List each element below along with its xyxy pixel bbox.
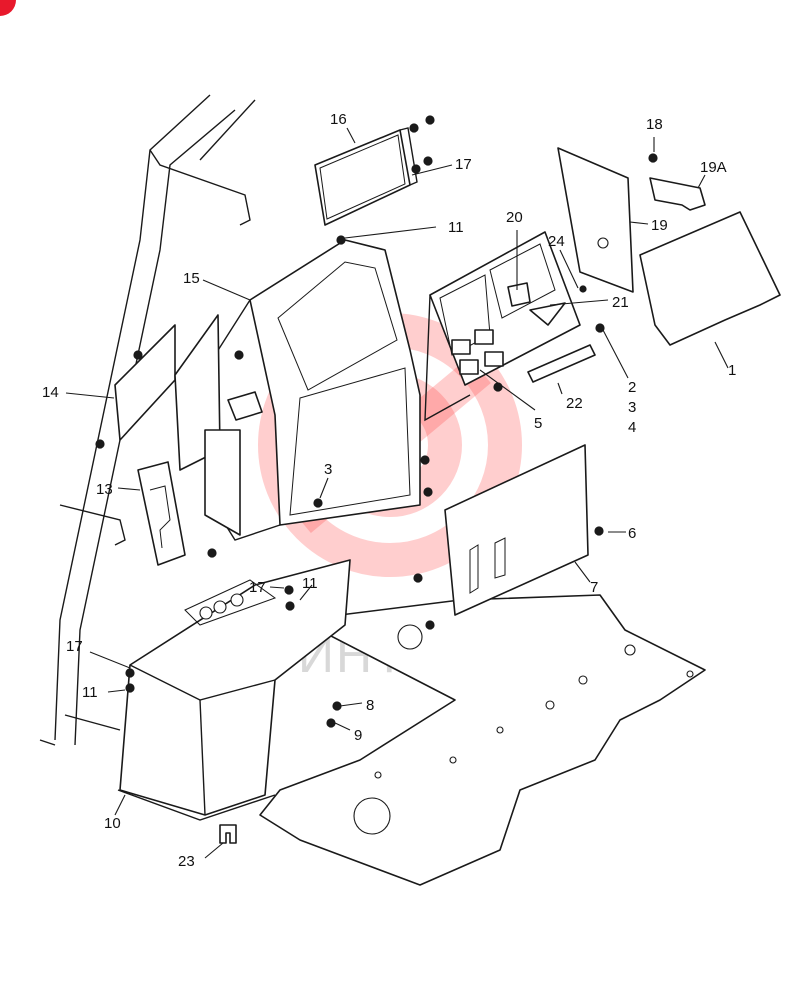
callout-22: 22 [566, 395, 583, 412]
callout-19a: 19A [700, 159, 727, 176]
bracket-13 [137, 461, 186, 566]
callout-14: 14 [42, 384, 59, 401]
callout-11-left: 11 [82, 684, 98, 701]
callout-11-mid: 11 [302, 575, 318, 592]
dash-housing-15 [199, 239, 421, 541]
fasteners [95, 115, 658, 728]
callout-17-left: 17 [66, 638, 83, 655]
callout-5: 5 [534, 415, 542, 432]
callout-20: 20 [506, 209, 523, 226]
callout-21: 21 [612, 294, 629, 311]
side-panel-14 [114, 314, 241, 536]
callouts: 1 2 3 4 3 5 6 7 8 9 10 11 11 11 13 14 15… [42, 111, 736, 870]
callout-1: 1 [728, 362, 736, 379]
lower-console-10 [117, 559, 351, 821]
callout-10: 10 [104, 815, 121, 832]
strip-22 [527, 344, 596, 383]
callout-16: 16 [330, 111, 347, 128]
callout-2: 2 [628, 379, 636, 396]
callout-19: 19 [651, 217, 668, 234]
callout-7: 7 [590, 579, 598, 596]
callout-11-top: 11 [448, 219, 464, 236]
floor-plate [259, 594, 706, 886]
callout-17-mid: 17 [249, 579, 266, 596]
bracket-19a [649, 177, 706, 211]
callout-4: 4 [628, 419, 636, 436]
corner-badge [0, 0, 16, 16]
cab-frame [39, 94, 256, 746]
callout-13: 13 [96, 481, 113, 498]
callout-23: 23 [178, 853, 195, 870]
plate-19 [557, 147, 634, 293]
callout-8: 8 [366, 697, 374, 714]
callout-17-top: 17 [455, 156, 472, 173]
side-panel-7 [444, 444, 589, 616]
callout-6: 6 [628, 525, 636, 542]
cover-1 [639, 211, 781, 346]
callout-9: 9 [354, 727, 362, 744]
callout-3-panel: 3 [628, 399, 636, 416]
leader-lines [65, 127, 729, 859]
callout-18: 18 [646, 116, 663, 133]
callout-3-housing: 3 [324, 461, 332, 478]
callout-15: 15 [183, 270, 200, 287]
clip-23 [219, 824, 237, 844]
callout-24: 24 [548, 233, 565, 250]
instrument-panel-5 [424, 231, 581, 422]
panel-16 [314, 127, 418, 226]
